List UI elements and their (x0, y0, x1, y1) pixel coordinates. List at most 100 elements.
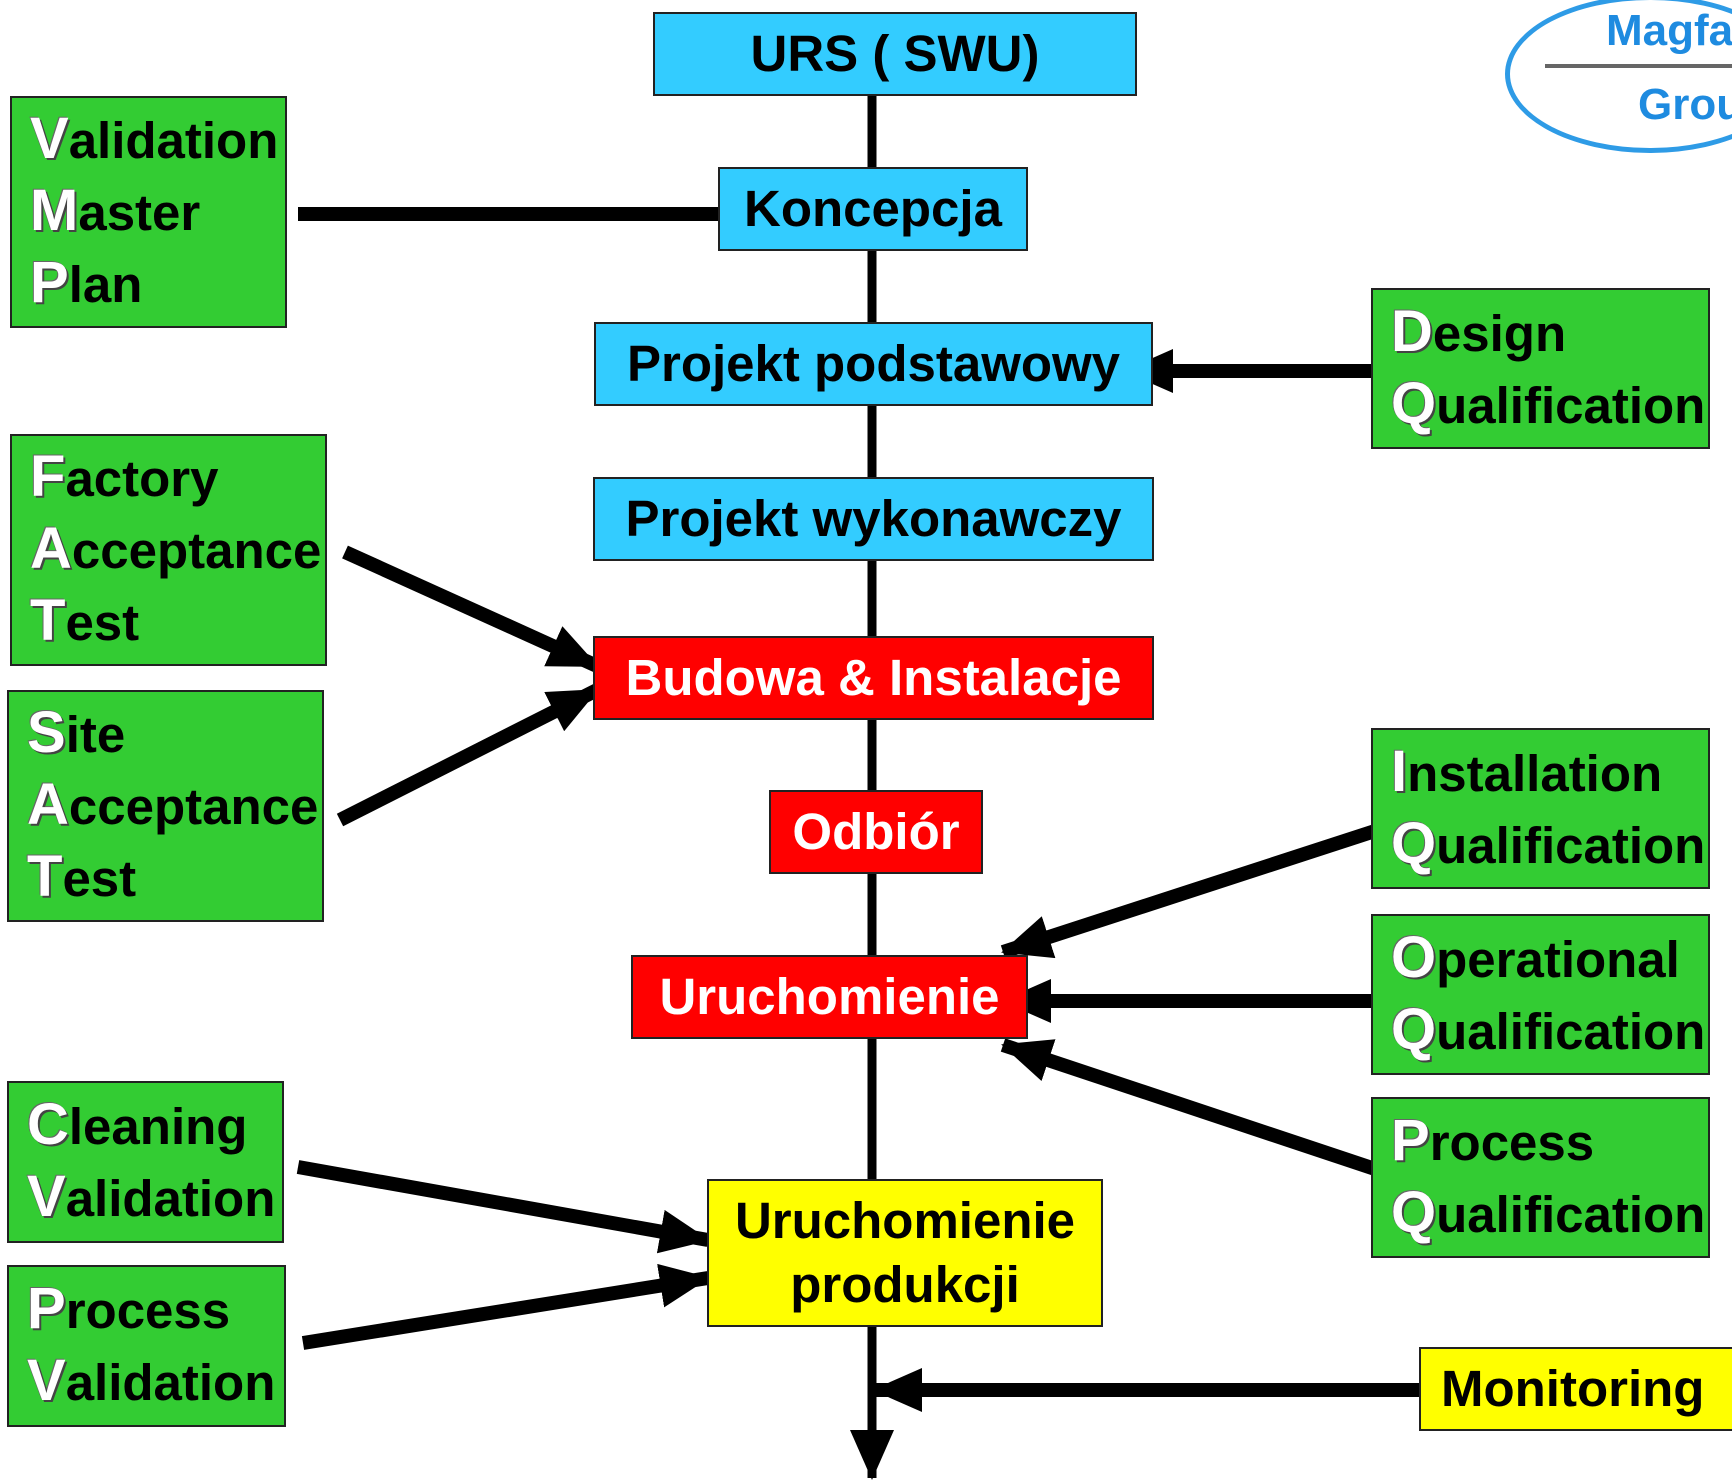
sat-initial: A (27, 772, 69, 837)
pv-arrow (301, 1263, 710, 1350)
vmp-initial: P (30, 250, 69, 315)
sat-rest: est (62, 850, 137, 907)
pq-initial: Q (1391, 1179, 1437, 1245)
koncepcja-box: Koncepcja (718, 167, 1028, 251)
sat-line: Acceptance (27, 770, 322, 842)
fat-initial: A (30, 516, 72, 581)
fat-rest: cceptance (71, 522, 322, 579)
sat-box: Site Acceptance Test (7, 690, 324, 922)
dq-rest: ualification (1436, 376, 1706, 434)
vmp-rest: alidation (68, 112, 279, 169)
projekt-podstawowy-label: Projekt podstawowy (626, 335, 1121, 393)
sat-rest: cceptance (68, 778, 319, 835)
sat-initial: T (27, 844, 63, 909)
dq-line: Qualification (1391, 369, 1708, 441)
fat-rest: actory (65, 450, 219, 507)
budowa-label: Budowa & Instalacje (625, 649, 1122, 707)
monitoring-box: Monitoring (1419, 1347, 1732, 1431)
projekt-wykonawczy-label: Projekt wykonawczy (625, 490, 1122, 548)
urs-box: URS ( SWU) (653, 12, 1137, 96)
fat-line: Acceptance (30, 514, 325, 586)
vmp-rest: lan (68, 256, 143, 313)
pv-line: Process (27, 1274, 284, 1346)
fat-initial: T (30, 588, 66, 653)
dq-initial: Q (1391, 370, 1437, 436)
uruchomienie-label: Uruchomienie (659, 968, 1000, 1026)
pv-rest: alidation (65, 1354, 276, 1411)
cv-initial: C (27, 1092, 69, 1157)
budowa-box: Budowa & Instalacje (593, 636, 1154, 720)
fat-line: Factory (30, 442, 325, 514)
logo-text-bottom: Grou (1638, 80, 1732, 129)
iq-arrow (1000, 823, 1381, 959)
pq-initial: P (1391, 1107, 1430, 1173)
vmp-initial: M (30, 178, 79, 243)
cv-rest: leaning (68, 1098, 248, 1155)
iq-rest: ualification (1436, 816, 1706, 874)
vmp-box: Validation Master Plan (10, 96, 287, 328)
dq-initial: D (1391, 298, 1433, 364)
iq-initial: Q (1391, 810, 1437, 876)
sat-arrow (336, 683, 601, 827)
design-qualification-box: Design Qualification (1371, 288, 1710, 449)
vmp-line: Validation (30, 104, 285, 176)
oq-initial: O (1391, 924, 1437, 990)
uruchomienie-produkcji-line2: produkcji (790, 1256, 1020, 1313)
fat-rest: est (65, 594, 140, 651)
logo-divider (1545, 64, 1732, 68)
vmp-line: Master (30, 176, 285, 248)
cv-initial: V (27, 1164, 66, 1229)
pv-initial: V (27, 1348, 66, 1413)
oq-rest: perational (1436, 930, 1680, 988)
pq-line: Process (1391, 1106, 1708, 1178)
cv-rest: alidation (65, 1170, 276, 1227)
pv-rest: rocess (65, 1282, 231, 1339)
sat-line: Site (27, 698, 322, 770)
fat-line: Test (30, 586, 325, 658)
vmp-rest: aster (78, 184, 201, 241)
pq-arrow (1000, 1038, 1381, 1177)
sat-line: Test (27, 842, 322, 914)
iq-rest: nstallation (1407, 744, 1663, 802)
pq-line: Qualification (1391, 1178, 1708, 1250)
company-logo: Magfa Grou (1505, 0, 1732, 153)
fat-arrow (342, 545, 600, 673)
pq-rest: rocess (1429, 1113, 1595, 1171)
odbior-box: Odbiór (769, 790, 983, 874)
uruchomienie-box: Uruchomienie (631, 955, 1028, 1039)
logo-text-top: Magfa (1606, 6, 1732, 55)
operational-qualification-box: Operational Qualification (1371, 914, 1710, 1075)
dq-rest: esign (1432, 304, 1567, 362)
pv-initial: P (27, 1276, 66, 1341)
vmp-initial: V (30, 106, 69, 171)
cv-line: Cleaning (27, 1090, 282, 1162)
monitoring-label: Monitoring (1441, 1360, 1705, 1418)
pv-line: Validation (27, 1346, 284, 1418)
iq-line: Qualification (1391, 809, 1708, 881)
cleaning-validation-box: Cleaning Validation (7, 1081, 284, 1243)
urs-label: URS ( SWU) (750, 25, 1040, 83)
uruchomienie-produkcji-box: Uruchomienie produkcji (707, 1179, 1103, 1327)
vmp-line: Plan (30, 248, 285, 320)
oq-line: Operational (1391, 923, 1708, 995)
fat-box: Factory Acceptance Test (10, 434, 327, 666)
sat-initial: S (27, 700, 66, 765)
oq-rest: ualification (1436, 1002, 1706, 1060)
iq-initial: I (1391, 738, 1408, 804)
pq-rest: ualification (1436, 1185, 1706, 1243)
installation-qualification-box: Installation Qualification (1371, 728, 1710, 889)
dq-line: Design (1391, 297, 1708, 369)
process-validation-box: Process Validation (7, 1265, 286, 1427)
projekt-wykonawczy-box: Projekt wykonawczy (593, 477, 1154, 561)
sat-rest: ite (65, 706, 126, 763)
cv-line: Validation (27, 1162, 282, 1234)
iq-line: Installation (1391, 737, 1708, 809)
uruchomienie-produkcji-line1: Uruchomienie (734, 1192, 1076, 1249)
process-qualification-box: Process Qualification (1371, 1097, 1710, 1258)
oq-line: Qualification (1391, 995, 1708, 1067)
odbior-label: Odbiór (792, 803, 960, 861)
fat-initial: F (30, 444, 66, 509)
projekt-podstawowy-box: Projekt podstawowy (594, 322, 1153, 406)
oq-initial: Q (1391, 996, 1437, 1062)
